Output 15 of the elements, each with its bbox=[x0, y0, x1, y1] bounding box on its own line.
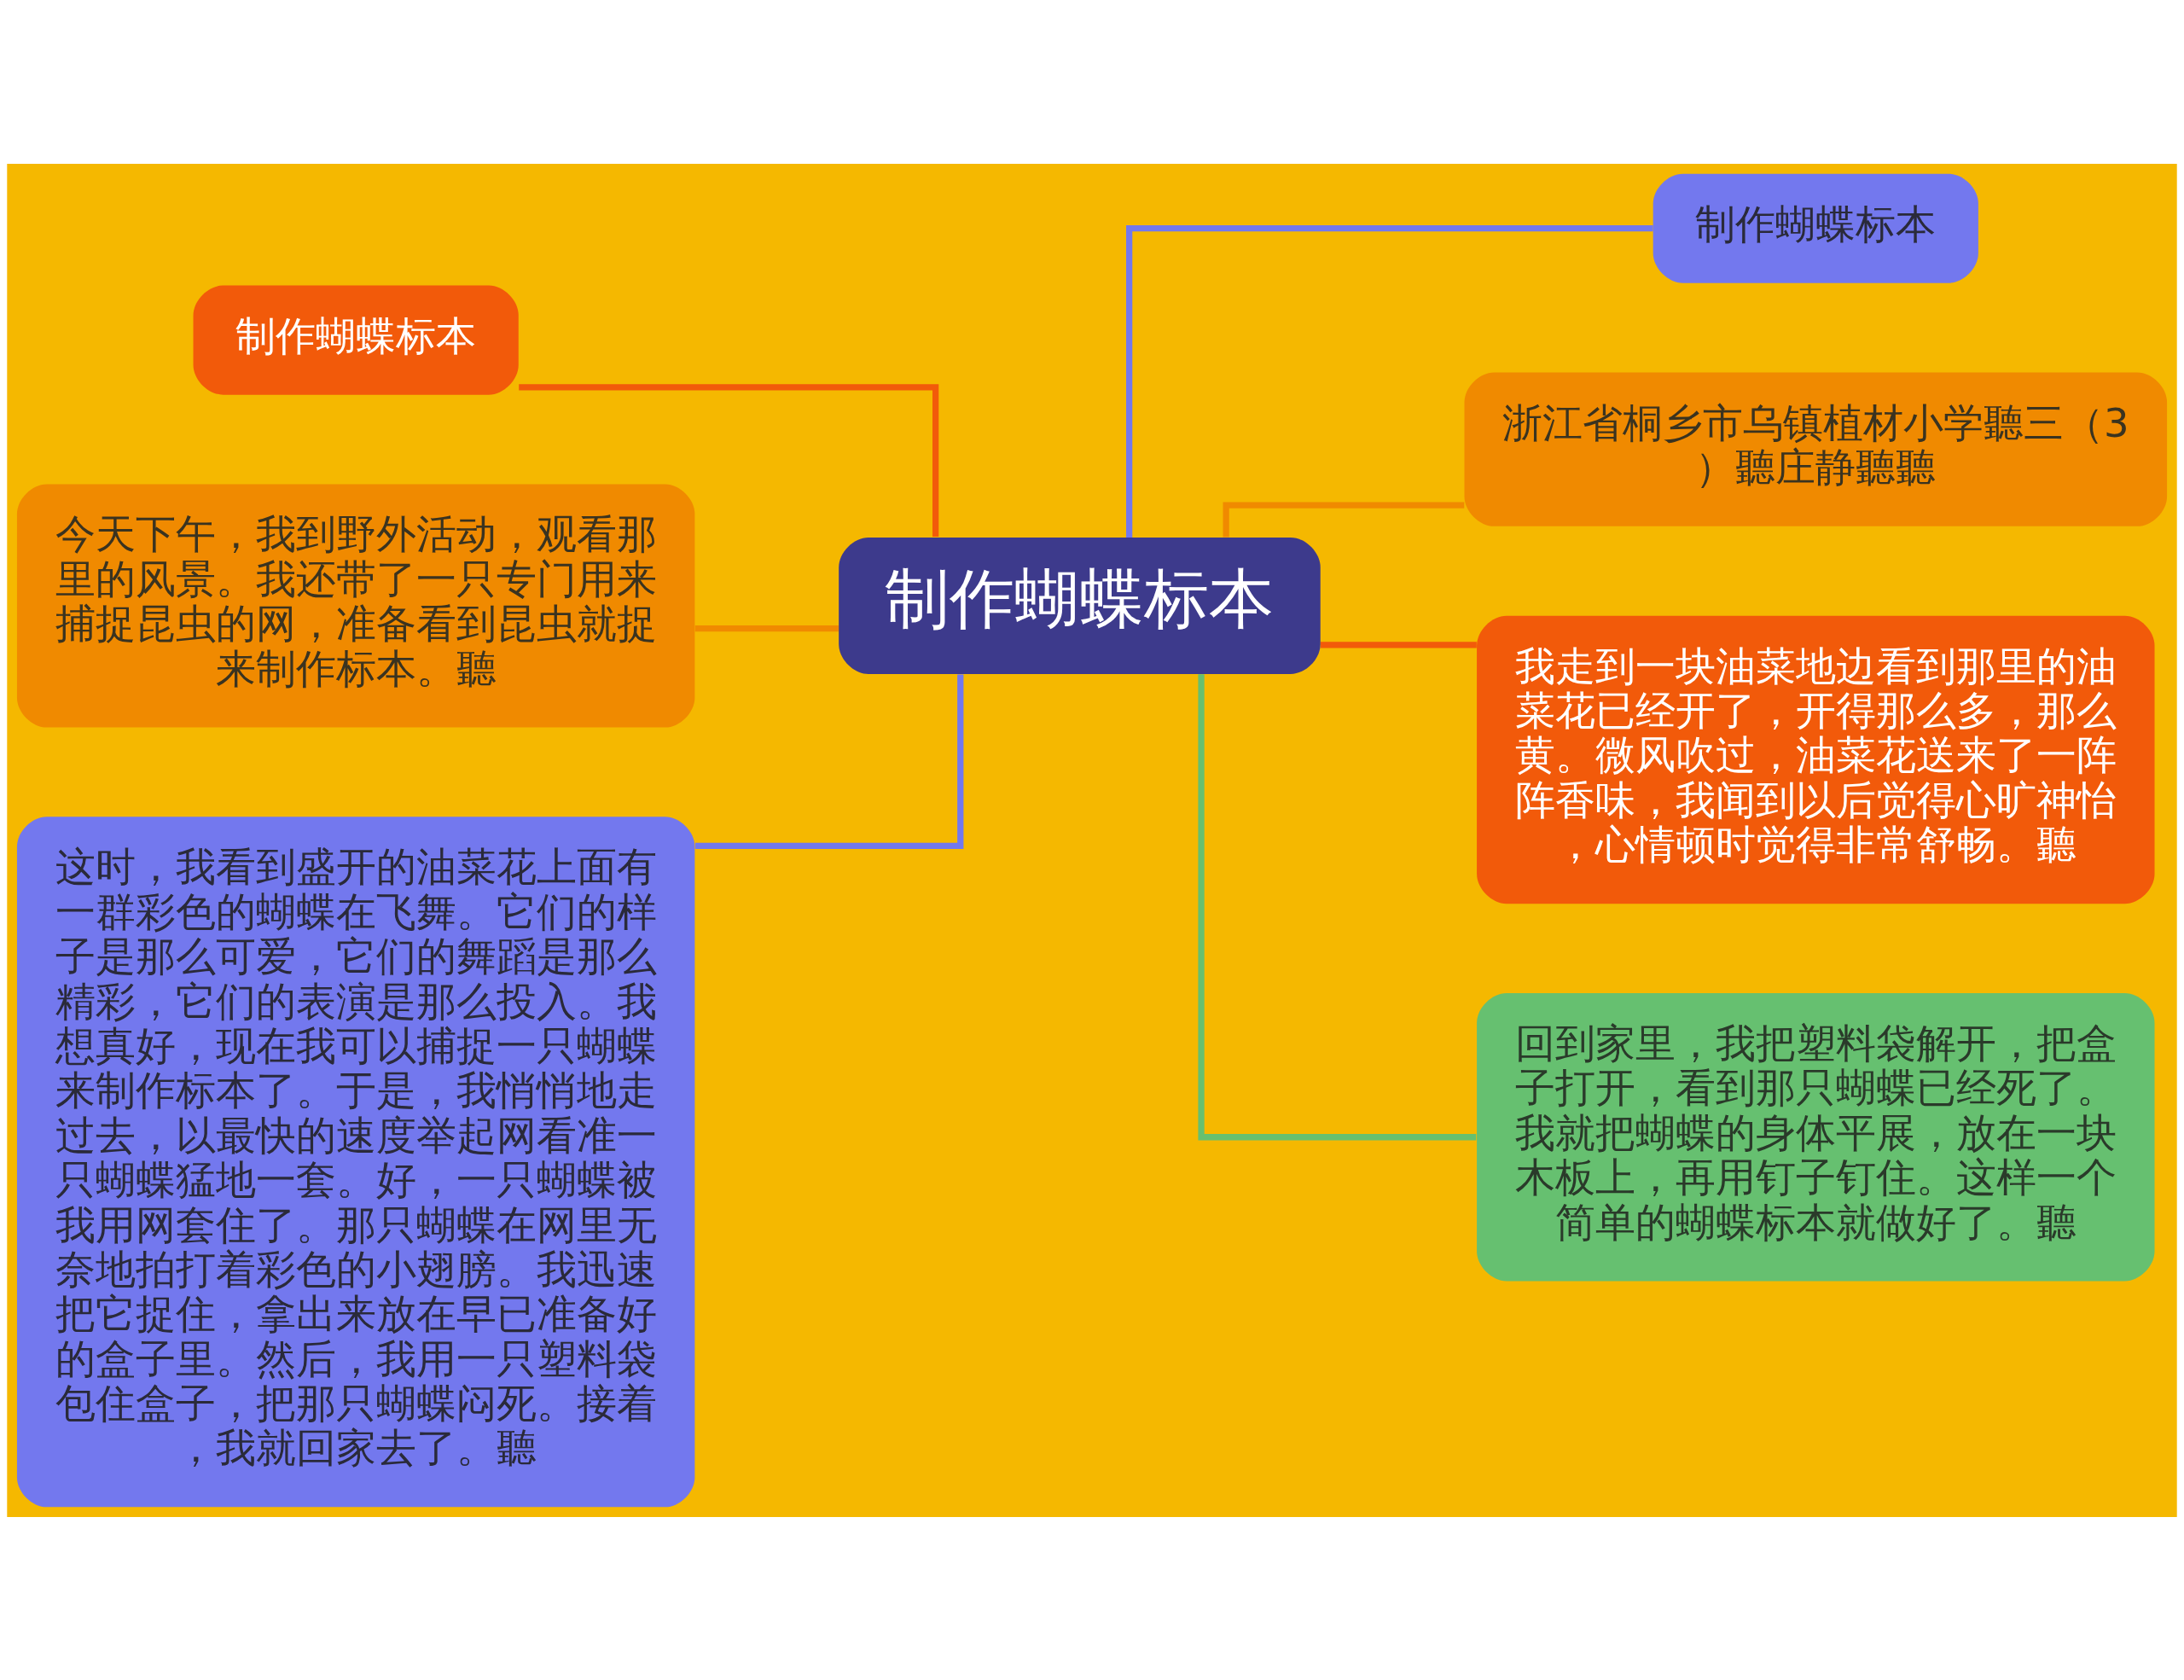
node-box: 浙江省桐乡市乌镇植材小学聽三（3）聽庄静聽聽 bbox=[1464, 371, 2168, 526]
connector bbox=[694, 625, 839, 631]
node-box: 制作蝴蝶标本 bbox=[193, 285, 519, 395]
node-box: 这时，我看到盛开的油菜花上面有一群彩色的蝴蝶在飞舞。它们的样子是那么可爱，它们的舞蹈是那么精彩，它们的表演是那么投入。我想真好，现在我可以捕捉一只蝴蝶来制作标本了。于是，我悄悄地走过去，以最快的速度举起网看准一只蝴蝶猛地一套。好，一只蝴蝶被我用网套住了。那只蝴蝶在网里无奈地拍打着彩色的小翅膀。我迅速把它捉住，拿出来放在早已准备好的盒子里。然后，我用一只塑料袋包住盒子，把那只蝴蝶闷死。接着，我就回家去了。聽 bbox=[16, 816, 695, 1507]
connector bbox=[1321, 641, 1477, 648]
node-box: 回到家里，我把塑料袋解开，把盒子打开，看到那只蝴蝶已经死了。我就把蝴蝶的身体平展，放在一块木板上，再用钉子钉住。这样一个简单的蝴蝶标本就做好了。聽 bbox=[1477, 992, 2155, 1282]
connector bbox=[1223, 502, 1465, 537]
node-box: 我走到一块油菜地边看到那里的油菜花已经开了，开得那么多，那么黄。微风吹过，油菜花送来了一阵阵香味，我闻到以后觉得心旷神怡，心情顿时觉得非常舒畅。聽 bbox=[1477, 615, 2155, 904]
connector bbox=[694, 674, 964, 849]
node-box: 制作蝴蝶标本 bbox=[839, 537, 1321, 674]
connector bbox=[1198, 673, 1477, 1140]
node-box: 今天下午，我到野外活动，观看那里的风景。我还带了一只专门用来捕捉昆虫的网，准备看到昆虫就捉来制作标本。聽 bbox=[16, 483, 695, 728]
connector bbox=[1126, 224, 1653, 538]
connector bbox=[519, 383, 939, 537]
node-box: 制作蝴蝶标本 bbox=[1653, 173, 1978, 283]
